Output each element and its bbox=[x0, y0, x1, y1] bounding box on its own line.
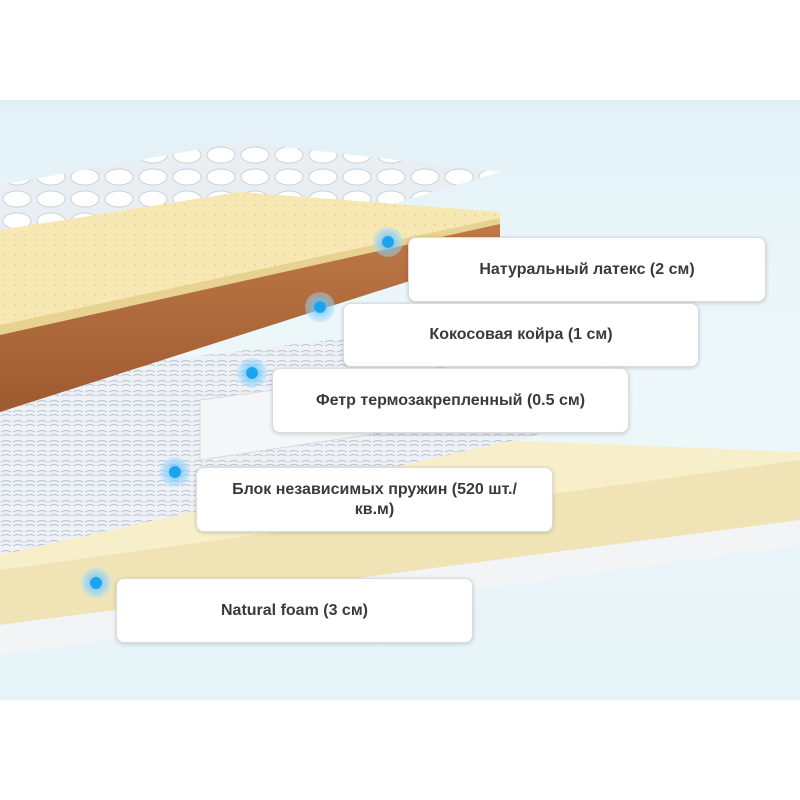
marker-dot-felt bbox=[237, 358, 267, 388]
marker-dot-springs bbox=[160, 457, 190, 487]
label-foam: Natural foam (3 см) bbox=[116, 578, 473, 643]
label-felt: Фетр термозакрепленный (0.5 см) bbox=[272, 368, 629, 433]
coir-layer bbox=[0, 220, 500, 412]
mattress-illustration: Натуральный латекс (2 см) Кокосовая койр… bbox=[0, 100, 800, 700]
marker-dot-latex bbox=[373, 227, 403, 257]
marker-dot-coir bbox=[305, 292, 335, 322]
latex-layer bbox=[0, 192, 500, 330]
label-springs: Блок независимых пружин (520 шт./кв.м) bbox=[196, 467, 553, 532]
marker-dot-foam bbox=[81, 568, 111, 598]
label-latex: Натуральный латекс (2 см) bbox=[408, 237, 766, 302]
label-coir: Кокосовая койра (1 см) bbox=[343, 303, 699, 367]
